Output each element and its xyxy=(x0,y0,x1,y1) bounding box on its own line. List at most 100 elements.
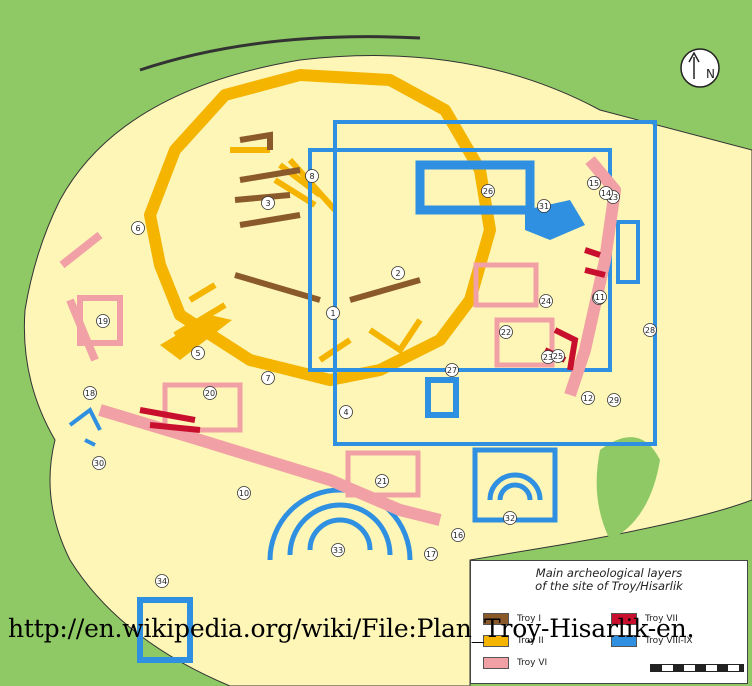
legend-label-troy-viii-ix: Troy VIII-IX xyxy=(645,636,693,646)
site-number-34: 34 xyxy=(157,577,167,586)
legend-label-troy-i: Troy I xyxy=(517,614,542,624)
site-number-circle xyxy=(643,323,657,337)
site-number-31: 31 xyxy=(539,202,549,211)
site-number-circle xyxy=(451,528,465,542)
site-number-20: 20 xyxy=(205,389,215,398)
troy8-temple xyxy=(415,160,535,215)
legend-title: Main archeological layers of the site of… xyxy=(471,567,747,593)
north-label: N xyxy=(706,67,715,81)
site-number-circle xyxy=(607,393,621,407)
site-number-circle xyxy=(445,363,459,377)
legend-title-line2: of the site of Troy/Hisarlik xyxy=(535,579,683,593)
site-number-circle xyxy=(599,186,613,200)
site-number-circle xyxy=(92,456,106,470)
troy8-odeon xyxy=(487,472,543,501)
site-number-32: 32 xyxy=(505,514,515,523)
site-number-7: 7 xyxy=(265,374,270,383)
site-number-circle xyxy=(331,543,345,557)
ridge-line xyxy=(139,35,421,72)
site-number-circle xyxy=(305,169,319,183)
site-number-circle xyxy=(424,547,438,561)
map-legend: Main archeological layers of the site of… xyxy=(470,560,748,684)
site-number-circle xyxy=(261,196,275,210)
site-number-18: 18 xyxy=(85,389,95,398)
site-number-28: 28 xyxy=(645,326,655,335)
site-number-11: 11 xyxy=(595,293,605,302)
site-number-circle xyxy=(539,294,553,308)
site-number-23: 23 xyxy=(543,353,553,362)
site-number-4: 4 xyxy=(343,408,348,417)
legend-swatch-troy-vii xyxy=(611,613,637,625)
site-number-27: 27 xyxy=(447,366,457,375)
site-number-33: 33 xyxy=(333,546,343,555)
site-number-13: 13 xyxy=(608,193,618,202)
site-number-circle xyxy=(503,511,517,525)
site-number-circle xyxy=(375,474,389,488)
site-number-circle xyxy=(593,290,607,304)
site-number-3: 3 xyxy=(265,199,270,208)
legend-swatch-troy-i xyxy=(483,613,509,625)
site-number-8: 8 xyxy=(309,172,314,181)
site-number-circle xyxy=(191,346,205,360)
source-url-caption[interactable]: http://en.wikipedia.org/wiki/File:Plan_T… xyxy=(8,614,695,643)
site-number-circle xyxy=(481,184,495,198)
site-number-10: 10 xyxy=(239,489,249,498)
legend-swatch-troy-viii-ix xyxy=(611,635,637,647)
north-arrow-icon: N xyxy=(680,48,720,88)
site-number-25: 25 xyxy=(553,352,563,361)
site-number-22: 22 xyxy=(501,328,511,337)
site-number-circle xyxy=(203,386,217,400)
site-number-29: 29 xyxy=(609,396,619,405)
site-number-circle xyxy=(83,386,97,400)
site-number-21: 21 xyxy=(377,477,387,486)
troy8-sanctuary xyxy=(68,406,102,447)
troy2-ramp xyxy=(160,315,232,360)
troy7-houses xyxy=(139,247,606,433)
troy6-spur xyxy=(59,231,103,362)
legend-item-troy-vii: Troy VII xyxy=(611,613,678,625)
legend-item-troy-viii-ix: Troy VIII-IX xyxy=(611,635,693,647)
site-number-circle xyxy=(581,391,595,405)
troy2-stairs xyxy=(173,147,338,338)
legend-label-troy-vi: Troy VI xyxy=(517,658,548,668)
legend-item-troy-vi: Troy VI xyxy=(483,657,547,669)
site-number-circle xyxy=(326,306,340,320)
green-inlet xyxy=(596,437,660,540)
site-number-17: 17 xyxy=(426,550,436,559)
legend-label-troy-ii: Troy II xyxy=(517,636,544,646)
troy8-bouleuterion xyxy=(137,597,193,663)
legend-swatch-troy-vi xyxy=(483,657,509,669)
troy6-house-22 xyxy=(494,317,555,368)
site-number-24: 24 xyxy=(541,297,551,306)
legend-title-line1: Main archeological layers xyxy=(535,566,683,580)
site-number-circle xyxy=(131,221,145,235)
site-number-circle xyxy=(339,405,353,419)
site-number-circle xyxy=(237,486,251,500)
site-number-15: 15 xyxy=(589,179,599,188)
troy6-house-24 xyxy=(473,262,539,308)
site-number-circle xyxy=(587,176,601,190)
site-number-6: 6 xyxy=(135,224,140,233)
legend-swatch-troy-ii xyxy=(483,635,509,647)
troy6-house-21 xyxy=(345,450,421,498)
site-number-2: 2 xyxy=(395,269,400,278)
site-number-30: 30 xyxy=(94,459,104,468)
site-number-circle xyxy=(96,314,110,328)
site-number-1: 1 xyxy=(330,309,335,318)
site-number-26: 26 xyxy=(483,187,493,196)
legend-item-troy-ii: Troy II xyxy=(483,635,544,647)
site-number-5: 5 xyxy=(195,349,200,358)
site-number-16: 16 xyxy=(453,531,463,540)
site-number-19: 19 xyxy=(98,317,108,326)
scale-bar xyxy=(650,664,744,672)
site-number-circle xyxy=(261,371,275,385)
troy8-gate xyxy=(425,377,459,418)
site-number-circle xyxy=(499,325,513,339)
troy8-enclosure xyxy=(333,120,657,446)
legend-item-troy-i: Troy I xyxy=(483,613,541,625)
site-number-circle xyxy=(537,199,551,213)
troy1-walls xyxy=(234,131,421,303)
site-number-markers: 1234567891011121314151617181920212223242… xyxy=(83,169,657,588)
site-number-circle xyxy=(551,349,565,363)
